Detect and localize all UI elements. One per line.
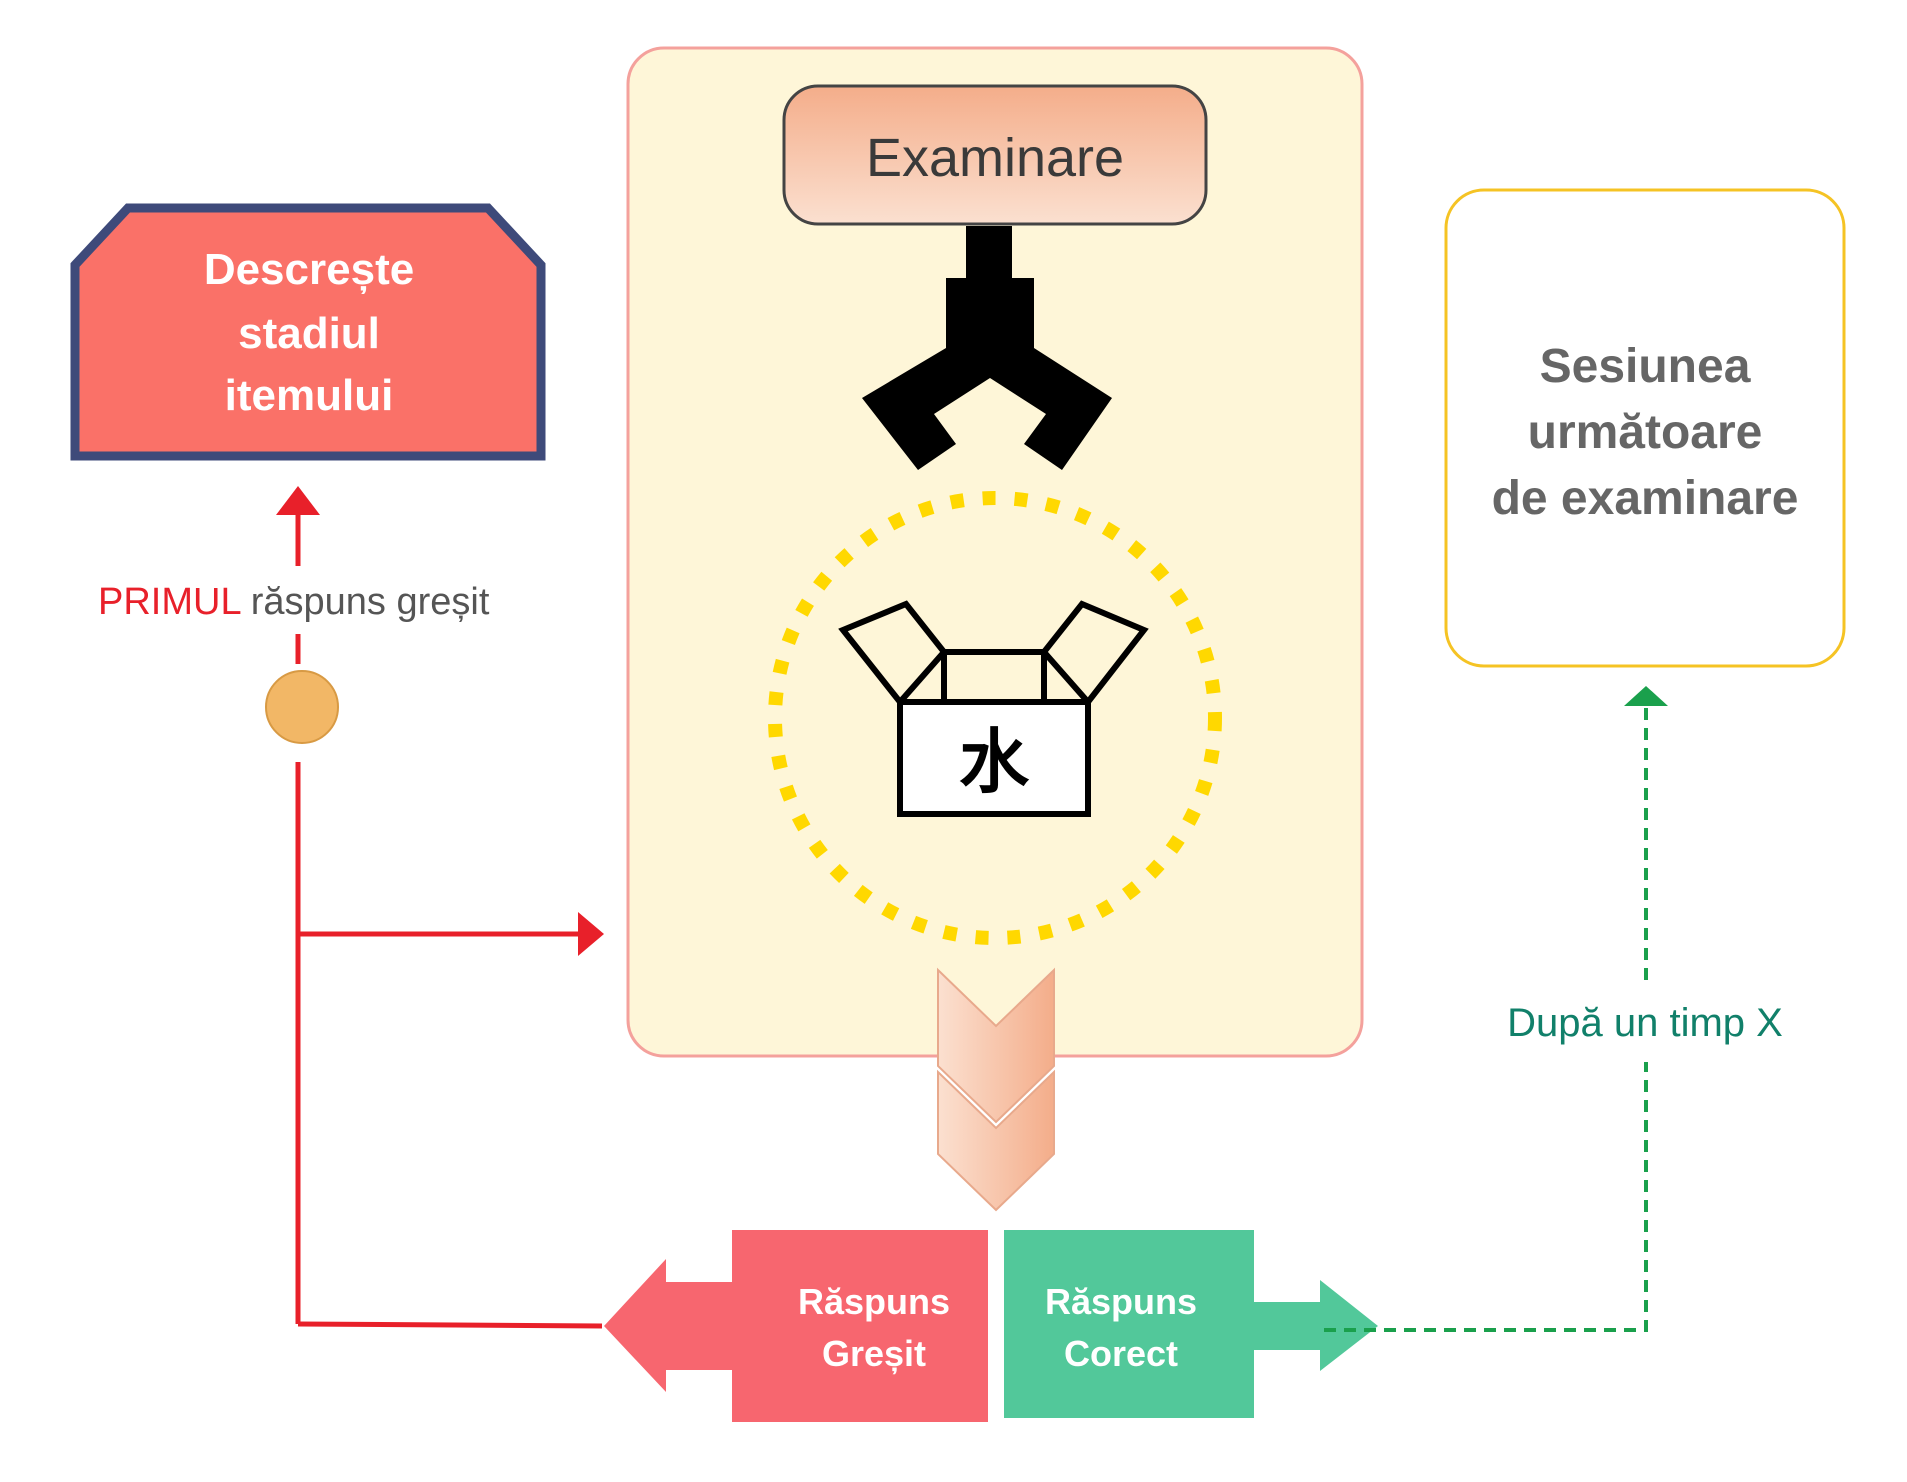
correct-answer-box: Răspuns Corect [1004,1230,1254,1418]
next-session-line3: de examinare [1492,472,1799,525]
decrease-line2: stadiul [238,309,380,358]
wrong-line1: Răspuns [798,1281,950,1322]
wrong-line2: Greșit [822,1333,926,1374]
wrong-answer-loop [295,762,603,1329]
right-arrowhead-red [578,912,604,956]
decrease-stage-box: Descrește stadiul itemului [70,203,546,461]
decision-node [265,670,339,744]
next-session-line1: Sesiunea [1540,340,1751,393]
wrong-answer-arrow [604,1259,732,1392]
open-box-icon [838,600,1149,817]
next-session-box: Sesiunea următoare de examinare [1444,188,1846,668]
correct-line1: Răspuns [1045,1281,1197,1322]
first-wrong-highlight: PRIMUL [98,581,240,623]
up-arrowhead-red [276,486,320,515]
correct-answer-arrow [1254,1280,1378,1371]
claw-icon [862,226,1112,470]
examinare-box: Examinare [782,84,1208,226]
first-wrong-arrow [276,486,320,664]
item-character: 水 [959,721,1030,803]
wrong-answer-box: Răspuns Greșit [732,1230,988,1422]
decrease-line1: Descrește [204,245,414,294]
first-wrong-rest: răspuns greșit [240,581,490,623]
examinare-label: Examinare [866,128,1124,188]
next-session-line2: următoare [1528,406,1763,459]
after-time-label: După un timp X [1507,1001,1783,1045]
down-chevrons-icon [937,967,1055,1212]
highlight-dotted-circle [768,491,1222,945]
correct-line2: Corect [1064,1333,1178,1374]
after-time-path [1324,702,1648,1332]
decrease-line3: itemului [225,371,394,420]
first-wrong-label: PRIMUL răspuns greșit [98,581,490,623]
up-arrowhead-green [1624,686,1668,706]
